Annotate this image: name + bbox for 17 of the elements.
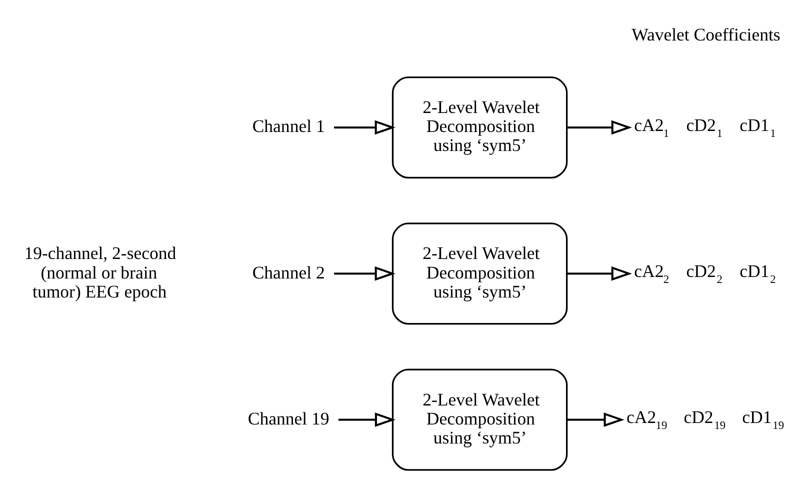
arrow bbox=[566, 266, 632, 281]
arrow bbox=[334, 120, 395, 135]
node-text: Channel 2 bbox=[252, 262, 324, 282]
node-box: 2-Level Wavelet Decomposition using ‘sym5’ bbox=[391, 222, 568, 325]
arrow bbox=[566, 412, 624, 427]
node-box: 2-Level Wavelet Decomposition using ‘sym5’ bbox=[391, 368, 568, 471]
arrow bbox=[338, 412, 396, 427]
arrow bbox=[334, 266, 395, 281]
node-text: Channel 19 bbox=[247, 408, 329, 428]
arrow bbox=[566, 120, 632, 135]
node-box: 2-Level Wavelet Decomposition using ‘sym5’ bbox=[391, 76, 568, 178]
node-text: cA2$_{19}$ cD2$_{19}$ cD1$_{19}$ bbox=[626, 407, 784, 432]
node-text: cA2$_{2}$ cD2$_{2}$ cD1$_{2}$ bbox=[634, 261, 776, 286]
node-text: cA2$_{1}$ cD2$_{1}$ cD1$_{1}$ bbox=[634, 114, 776, 140]
label: Wavelet Coefficients bbox=[631, 24, 780, 45]
label: 19-channel, 2-second (normal or brain tumor) EEG epoch bbox=[24, 243, 176, 302]
node-text: Channel 1 bbox=[252, 116, 324, 136]
